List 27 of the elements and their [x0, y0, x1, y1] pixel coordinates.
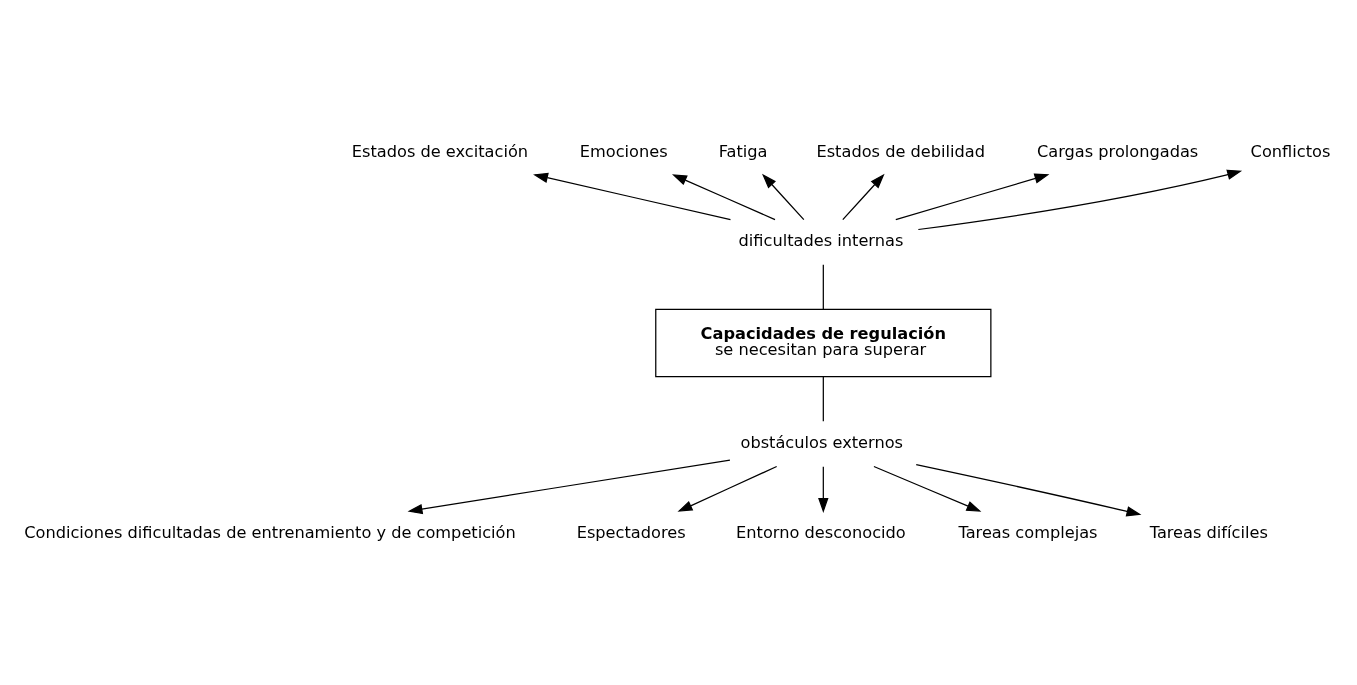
node-text: Tareas complejas [958, 522, 1098, 542]
node-text: Cargas prolongadas [1036, 141, 1199, 161]
node-text: Fatiga [718, 141, 768, 161]
arrow [873, 465, 982, 512]
connector [822, 263, 824, 310]
arrow [917, 169, 1243, 230]
node-text: Emociones [579, 141, 668, 161]
arrow [533, 172, 732, 220]
connector [822, 375, 824, 422]
arrow [842, 173, 885, 220]
node-text: Estados de excitación [351, 141, 529, 161]
arrow [671, 173, 776, 220]
node-text: Tareas difíciles [1149, 522, 1268, 542]
node-box: Capacidades de regulación se necesitan para superar [655, 308, 992, 377]
node-text: obstáculos externos [740, 432, 904, 452]
node-text: Conflictos [1250, 141, 1331, 161]
node-text: Estados de debilidad [816, 141, 986, 161]
arrow [818, 465, 829, 513]
arrow [915, 463, 1142, 516]
arrow [895, 173, 1050, 220]
node-text: Espectadores [576, 522, 686, 542]
arrow [762, 173, 805, 220]
node-text: Entorno desconocido [736, 522, 906, 542]
arrow [677, 465, 778, 512]
node-text: dificultades internas [738, 230, 904, 250]
arrow [407, 458, 731, 514]
node-text: Condiciones dificultadas de entrenamiento y de competición [24, 522, 516, 542]
